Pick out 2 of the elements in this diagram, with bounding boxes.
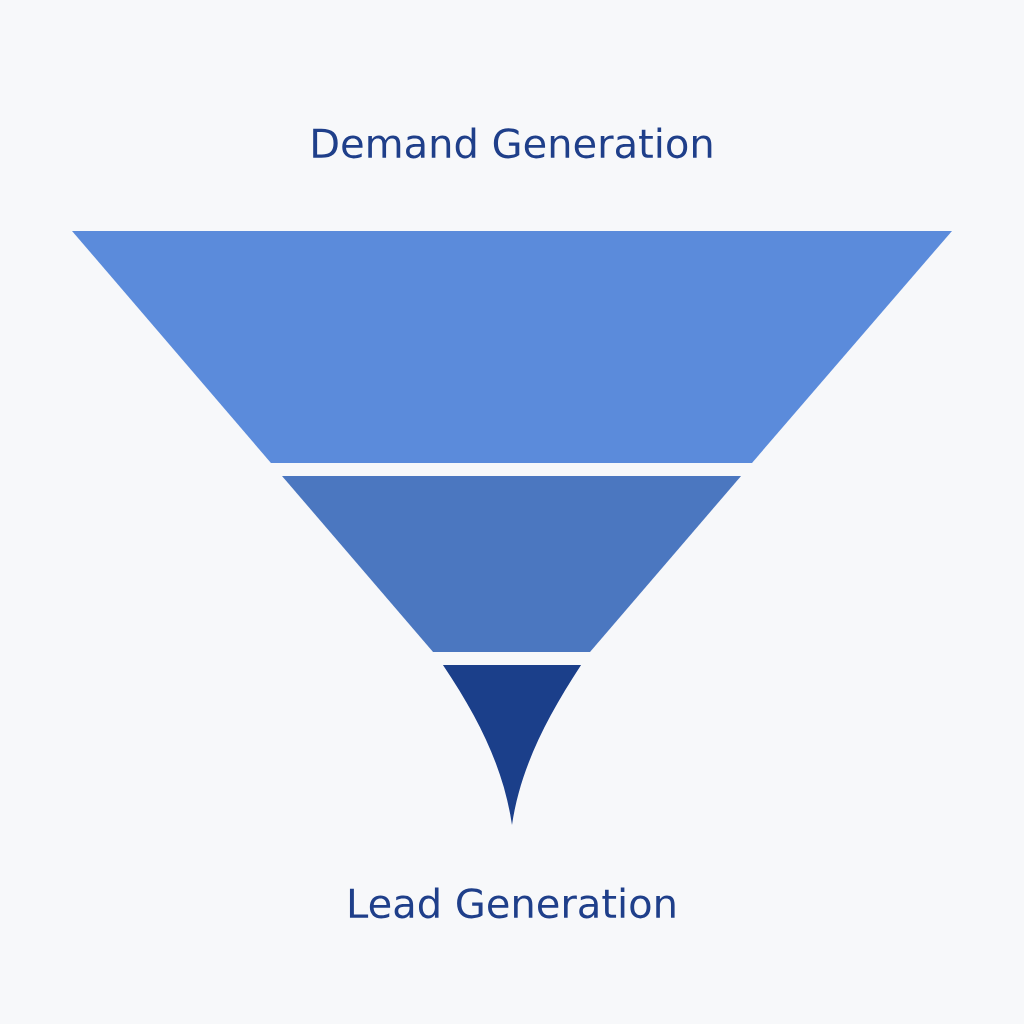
funnel-label: Demand Generation [313, 127, 712, 159]
funnel-label: Lead Generation [349, 887, 675, 919]
